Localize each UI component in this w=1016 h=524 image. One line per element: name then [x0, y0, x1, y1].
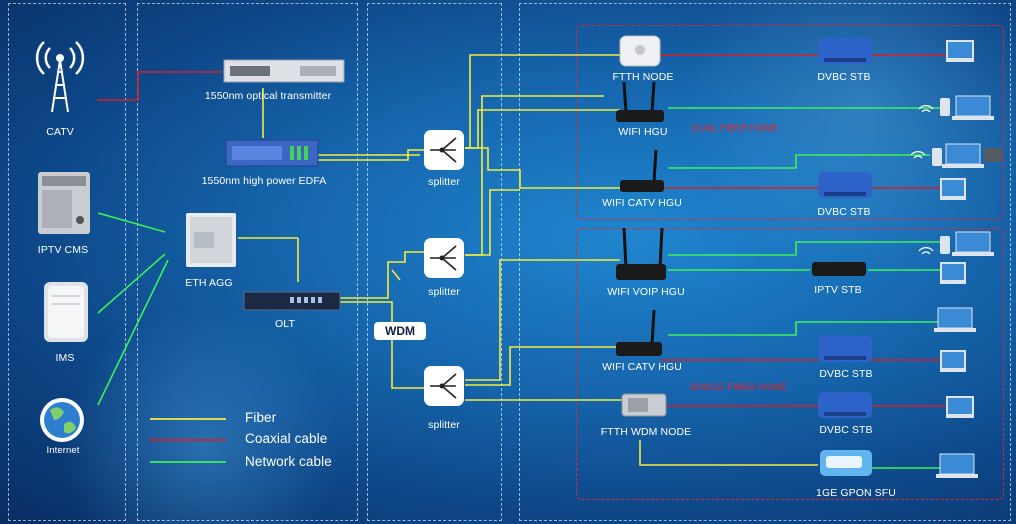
iptv-stb-device [812, 262, 866, 276]
catv-label: CATV [46, 126, 74, 138]
wifi-hgu-router [616, 81, 664, 122]
tv-icon [946, 40, 974, 62]
network-lines [97, 107, 950, 469]
dvbc-stb-label-3: DVBC STB [819, 368, 873, 380]
wdm-badge: WDM [374, 322, 426, 340]
single-fiber-home-label: SINGLE FIBER HOME [690, 382, 787, 393]
wifi-catv-hgu-label-2: WIFI CATV HGU [602, 361, 682, 373]
antenna-tower-icon [35, 41, 85, 113]
wifi-catv-hgu-router-1 [620, 149, 664, 192]
olt-label: OLT [275, 318, 295, 330]
gpon-sfu-device [820, 450, 872, 476]
splitter-icon-2 [424, 238, 464, 278]
dual-fiber-home-box [576, 25, 1004, 220]
laptop-icon [936, 453, 978, 478]
ftth-wdm-node-label: FTTH WDM NODE [600, 426, 692, 438]
optical-transmitter-device [223, 59, 345, 83]
tv-icon [940, 350, 966, 372]
edfa-label: 1550nm high power EDFA [201, 175, 327, 187]
dvbc-stb-4-device [818, 392, 872, 418]
laptop-icon [934, 307, 976, 332]
coaxial-lines [97, 54, 945, 407]
wifi-icon [910, 151, 926, 159]
phone-icon [940, 98, 950, 116]
wifi-icon [918, 105, 934, 113]
phone-icon [932, 148, 942, 166]
splitter-icon-3 [424, 366, 464, 406]
server-cabinet-icon [44, 282, 88, 342]
panel-headend [137, 3, 358, 521]
legend-coaxial-label: Coaxial cable [245, 431, 328, 446]
server-tower-icon [38, 172, 90, 234]
olt-device [243, 291, 341, 311]
panel-splitters [367, 3, 502, 521]
desk-phone-icon [984, 148, 1002, 162]
wifi-voip-hgu-label: WIFI VOIP HGU [607, 286, 685, 298]
globe-icon [40, 398, 84, 442]
wifi-icon [918, 247, 934, 255]
splitter-label-2: splitter [428, 286, 460, 298]
dvbc-stb-label-1: DVBC STB [817, 71, 871, 83]
dvbc-stb-3-device [818, 336, 872, 362]
wifi-voip-hgu-router [616, 227, 666, 280]
iptv-stb-label: IPTV STB [814, 284, 862, 296]
wifi-catv-hgu-label-1: WIFI CATV HGU [602, 197, 682, 209]
phone-icon [940, 236, 950, 254]
tv-icon [940, 262, 966, 284]
eth-agg-label: ETH AGG [185, 277, 233, 289]
internet-label: Internet [46, 445, 80, 456]
laptop-icon [952, 95, 994, 120]
single-fiber-home-box [576, 228, 1004, 500]
ftth-wdm-node-device [621, 393, 667, 417]
tv-icon [946, 396, 974, 418]
edfa-device [225, 139, 319, 167]
eth-agg-switch [186, 213, 236, 267]
gpon-sfu-label: 1GE GPON SFU [816, 487, 896, 499]
wifi-hgu-label: WIFI HGU [618, 126, 668, 138]
splitter-label-1: splitter [428, 176, 460, 188]
panel-homes [519, 3, 1011, 521]
legend-fiber-label: Fiber [245, 410, 277, 425]
splitter-icon-1 [424, 130, 464, 170]
laptop-icon [952, 231, 994, 256]
splitter-label-3: splitter [428, 419, 460, 431]
dvbc-stb-label-4: DVBC STB [819, 424, 873, 436]
dvbc-stb-2-device [818, 172, 872, 198]
ims-label: IMS [55, 352, 75, 364]
legend-network-label: Network cable [245, 454, 332, 469]
ftth-node-label: FTTH NODE [612, 71, 674, 83]
dual-fiber-home-label: DUAL FIBER HOME [692, 123, 779, 134]
panel-sources [8, 3, 126, 521]
wifi-catv-hgu-router-2 [616, 309, 662, 356]
fiber-lines [238, 54, 818, 466]
tv-icon [940, 178, 966, 200]
laptop-icon [942, 143, 984, 168]
dvbc-stb-1-device [818, 38, 872, 64]
dvbc-stb-label-2: DVBC STB [817, 206, 871, 218]
transmitter-label: 1550nm optical transmitter [204, 90, 332, 102]
ftth-node-device [619, 35, 661, 67]
iptv-cms-label: IPTV CMS [37, 244, 89, 256]
